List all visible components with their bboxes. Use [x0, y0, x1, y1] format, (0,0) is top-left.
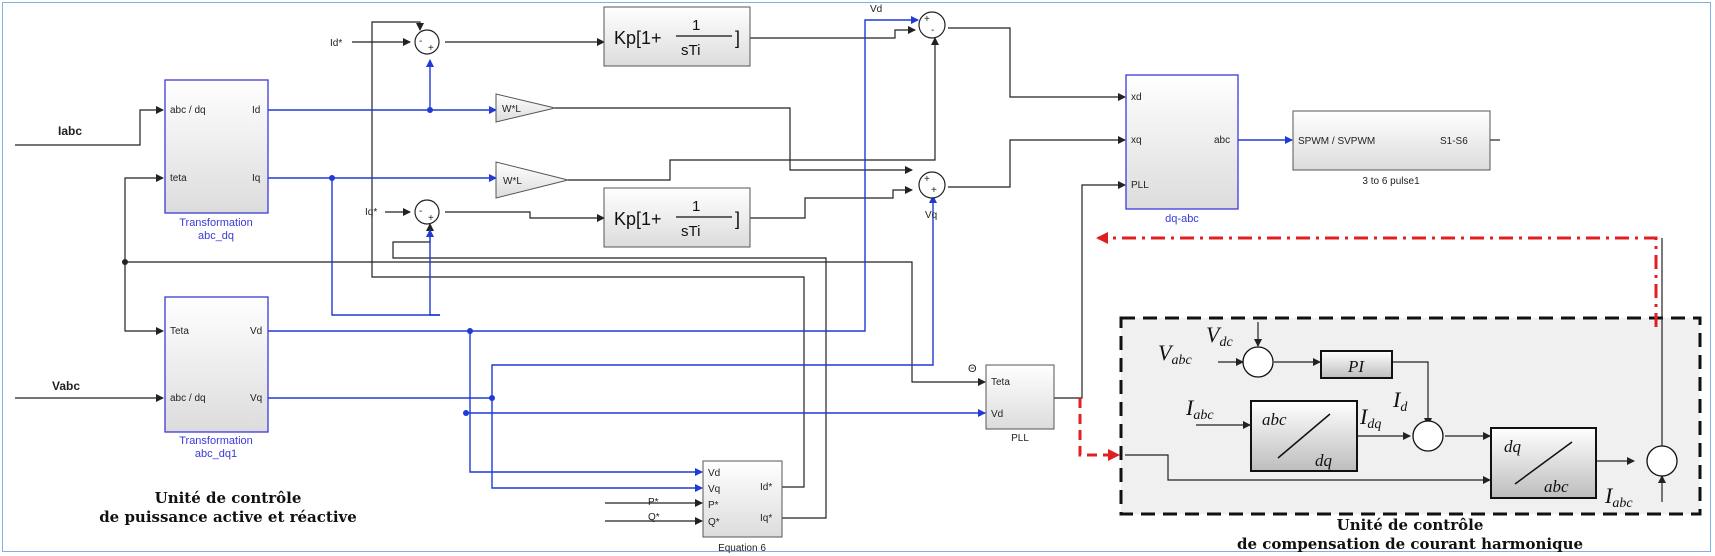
svg-text:abc / dq: abc / dq — [170, 393, 206, 404]
svg-text:+: + — [924, 174, 930, 185]
harmonic-unit-caption-line1: Unité de contrôle — [1337, 516, 1484, 534]
iabc-input-label: Iabc — [58, 124, 82, 138]
svg-text:P*: P* — [708, 500, 719, 511]
svg-text:Teta: Teta — [991, 377, 1010, 388]
pi-block[interactable] — [1320, 350, 1393, 379]
transformation-abc-dq1-block[interactable]: Teta abc / dq Vd Vq Transformation abc_d… — [164, 296, 269, 460]
svg-text:xq: xq — [1131, 135, 1142, 146]
p-ref-label: P* — [648, 497, 659, 508]
svg-text:Teta: Teta — [170, 326, 189, 337]
equation-6-block[interactable]: Vd Vq P* Q* Id* Iq* Equation 6 — [702, 460, 783, 554]
svg-text:abc_dq1: abc_dq1 — [195, 448, 237, 460]
svg-text:+: + — [924, 14, 930, 25]
iq-ref-label: Iq* — [365, 207, 377, 218]
svg-text:dq: dq — [1315, 451, 1333, 470]
pi-controller-d[interactable]: Kp[1+ 1 sTi ] — [603, 6, 751, 67]
svg-text:sTi: sTi — [681, 42, 700, 59]
svg-text:Transformation: Transformation — [179, 435, 253, 447]
svg-text:abc_dq: abc_dq — [198, 230, 234, 242]
vabc-input-label: Vabc — [52, 379, 80, 393]
svg-text:]: ] — [735, 28, 740, 48]
svg-text:-: - — [419, 206, 422, 217]
svg-text:SPWM / SVPWM: SPWM / SVPWM — [1298, 136, 1375, 147]
gain-wl-2[interactable]: W*L — [495, 161, 569, 199]
svg-text:Vq: Vq — [250, 393, 262, 404]
pll-block[interactable]: Teta Vd PLL — [985, 364, 1055, 444]
svg-text:Kp[1+: Kp[1+ — [614, 209, 662, 229]
active-unit-caption-line1: Unité de contrôle — [155, 489, 302, 507]
gain-wl-1[interactable]: W*L — [495, 93, 556, 123]
svg-text:dq: dq — [1504, 437, 1522, 456]
theta-label: Θ — [968, 363, 977, 375]
vdc-label: Vdc — [1206, 322, 1233, 350]
svg-text:teta: teta — [170, 173, 187, 184]
svg-text:dq-abc: dq-abc — [1165, 213, 1199, 225]
svg-text:Q*: Q* — [708, 517, 720, 528]
svg-text:Iq: Iq — [252, 173, 260, 184]
svg-text:-: - — [419, 36, 422, 47]
vabc-harm-label: Vabc — [1158, 340, 1192, 368]
feedback-path — [1096, 232, 1658, 327]
sum-iq: - + — [414, 199, 440, 225]
svg-text:Transformation: Transformation — [179, 217, 253, 229]
svg-text:abc: abc — [1544, 477, 1569, 496]
svg-text:+: + — [428, 213, 434, 224]
svg-text:-: - — [931, 25, 934, 36]
vd-label: Vd — [870, 4, 882, 15]
svg-text:sTi: sTi — [681, 223, 700, 240]
sum-idq — [1412, 420, 1444, 452]
svg-text:W*L: W*L — [502, 104, 521, 115]
svg-text:3 to 6 pulse1: 3 to 6 pulse1 — [1362, 176, 1420, 187]
svg-text:abc: abc — [1214, 135, 1230, 146]
svg-text:S1-S6: S1-S6 — [1440, 136, 1468, 147]
svg-text:Id: Id — [252, 105, 260, 116]
sum-vq: + + — [918, 171, 946, 199]
q-ref-label: Q* — [648, 512, 660, 523]
dq-abc-block[interactable]: xd xq PLL abc dq-abc — [1125, 74, 1239, 225]
svg-text:xd: xd — [1131, 92, 1142, 103]
svg-text:abc: abc — [1262, 410, 1287, 429]
svg-text:Iq*: Iq* — [760, 513, 772, 524]
svg-text:Id*: Id* — [760, 482, 772, 493]
svg-text:Kp[1+: Kp[1+ — [614, 28, 662, 48]
svg-text:1: 1 — [692, 198, 700, 215]
active-unit-caption-line2: de puissance active et réactive — [99, 508, 357, 526]
id-harm-label: Id — [1392, 387, 1408, 415]
sum-iabc — [1646, 445, 1678, 477]
svg-text:PLL: PLL — [1131, 180, 1149, 191]
svg-text:Equation 6: Equation 6 — [718, 543, 766, 554]
svg-text:Vd: Vd — [250, 326, 262, 337]
svg-text:+: + — [428, 43, 434, 54]
svg-text:1: 1 — [692, 17, 700, 34]
id-ref-label: Id* — [330, 38, 342, 49]
transformation-abc-dq-block[interactable]: abc / dq teta Id Iq Transformation abc_d… — [164, 79, 269, 242]
pwm-block[interactable]: SPWM / SVPWM S1-S6 3 to 6 pulse1 — [1292, 110, 1491, 187]
harmonic-unit-caption-line2: de compensation de courant harmonique — [1237, 535, 1583, 553]
pll-feedback-path — [1078, 398, 1120, 461]
svg-text:abc / dq: abc / dq — [170, 105, 206, 116]
svg-text:Vd: Vd — [991, 409, 1003, 420]
svg-text:W*L: W*L — [503, 176, 522, 187]
svg-text:PLL: PLL — [1011, 433, 1029, 444]
idq-label: Idq — [1359, 404, 1381, 432]
sum-id: - + — [414, 29, 440, 55]
iabc-out-label: Iabc — [1604, 483, 1633, 511]
svg-text:Vq: Vq — [708, 484, 720, 495]
iabc-in-label: Iabc — [1185, 395, 1214, 423]
black-wires — [15, 21, 1500, 525]
svg-text:+: + — [931, 185, 937, 196]
svg-text:Vd: Vd — [708, 468, 720, 479]
blue-wires — [122, 16, 986, 492]
sum-vdc — [1242, 346, 1274, 378]
svg-text:]: ] — [735, 209, 740, 229]
harmonic-compensation-unit: PI abc dq dq abc Vdc Vabc Id Iabc Idq Ia… — [1078, 232, 1702, 516]
pi-controller-q[interactable]: Kp[1+ 1 sTi ] — [603, 187, 751, 248]
vq-label: Vq — [925, 210, 937, 221]
pi-block-label: PI — [1347, 357, 1365, 376]
sum-vd: + - — [918, 11, 946, 39]
